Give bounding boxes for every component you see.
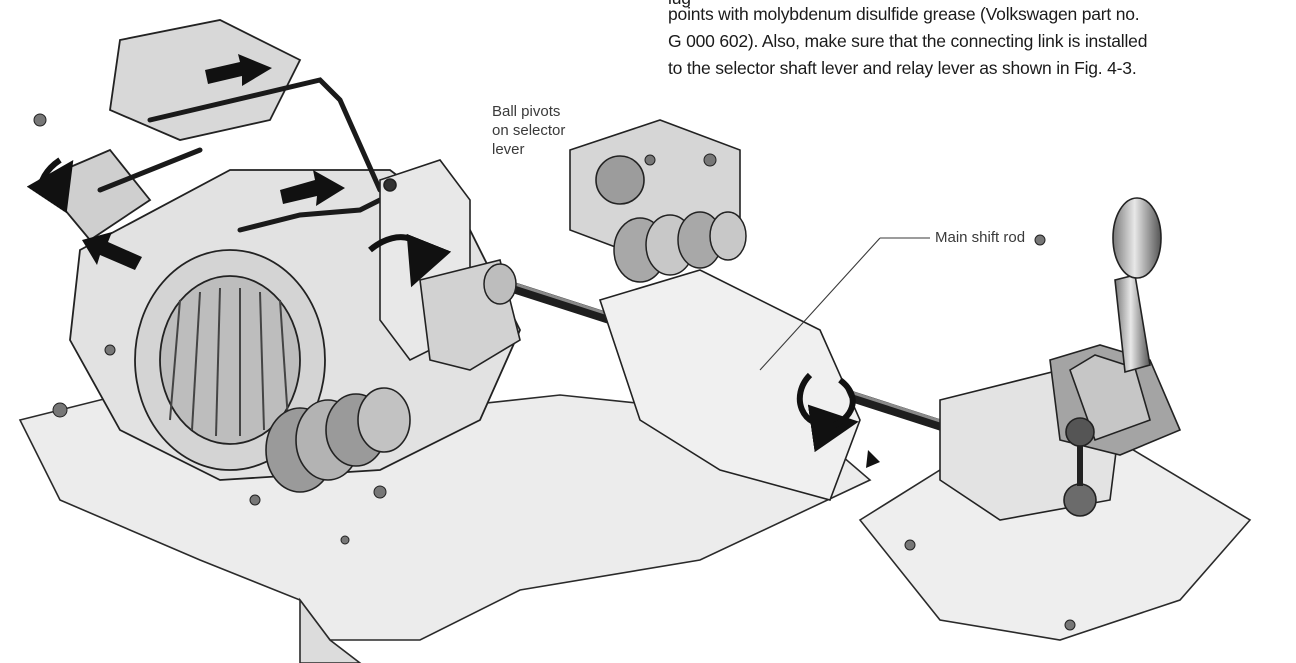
gear-shifter (1049, 197, 1182, 517)
movement-arrows (82, 54, 880, 468)
selector-linkage (97, 77, 383, 233)
rotation-arrows (26, 157, 859, 453)
transmission-housing (38, 19, 521, 481)
fasteners (33, 113, 1076, 631)
callout-main-shift-rod: Main shift rod (935, 229, 1026, 246)
cv-boot (265, 387, 411, 493)
callout-ball-pivots-line-3: lever (492, 141, 525, 158)
shift-rod-front-boot (613, 211, 747, 283)
callout-ball-pivots: Ball pivots on selector lever (492, 102, 565, 159)
callout-ball-pivots-line-1: Ball pivots (492, 103, 561, 120)
leader-lines (759, 237, 930, 371)
caption-line-1: points with molybdenum disulfide grease … (668, 4, 1140, 24)
caption-line-cut: lug (668, 0, 691, 9)
caption-line-2: G 000 602). Also, make sure that the con… (668, 31, 1148, 51)
callout-ball-pivots-line-2: on selector (492, 122, 566, 139)
caption-line-3: to the selector shaft lever and relay le… (668, 58, 1137, 78)
